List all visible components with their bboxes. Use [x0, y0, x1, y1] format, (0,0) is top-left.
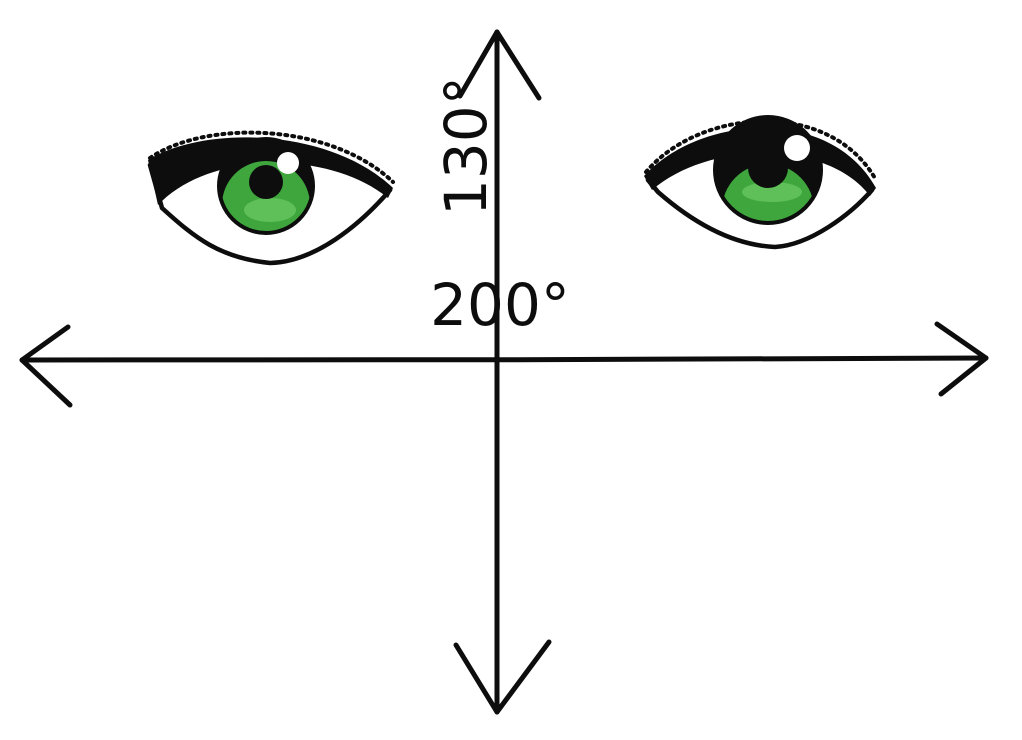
vertical-angle-label: 130°: [432, 76, 500, 216]
down-arrowhead: [453, 639, 552, 715]
right-iris-outline: [713, 115, 823, 225]
left-eye-icon: [147, 130, 395, 266]
right-eye-highlight: [784, 135, 810, 161]
horizontal-axis: [19, 321, 989, 408]
left-iris-outline: [217, 137, 315, 235]
left-arrowhead: [19, 324, 73, 408]
vertical-axis: [453, 29, 552, 715]
left-pupil: [249, 165, 283, 199]
right-pupil: [748, 148, 788, 188]
left-eye-highlight: [277, 152, 299, 174]
up-arrowhead: [457, 29, 542, 101]
horizontal-angle-label: 200°: [430, 271, 570, 339]
right-eye-icon: [644, 115, 878, 250]
right-arrowhead: [934, 321, 989, 397]
